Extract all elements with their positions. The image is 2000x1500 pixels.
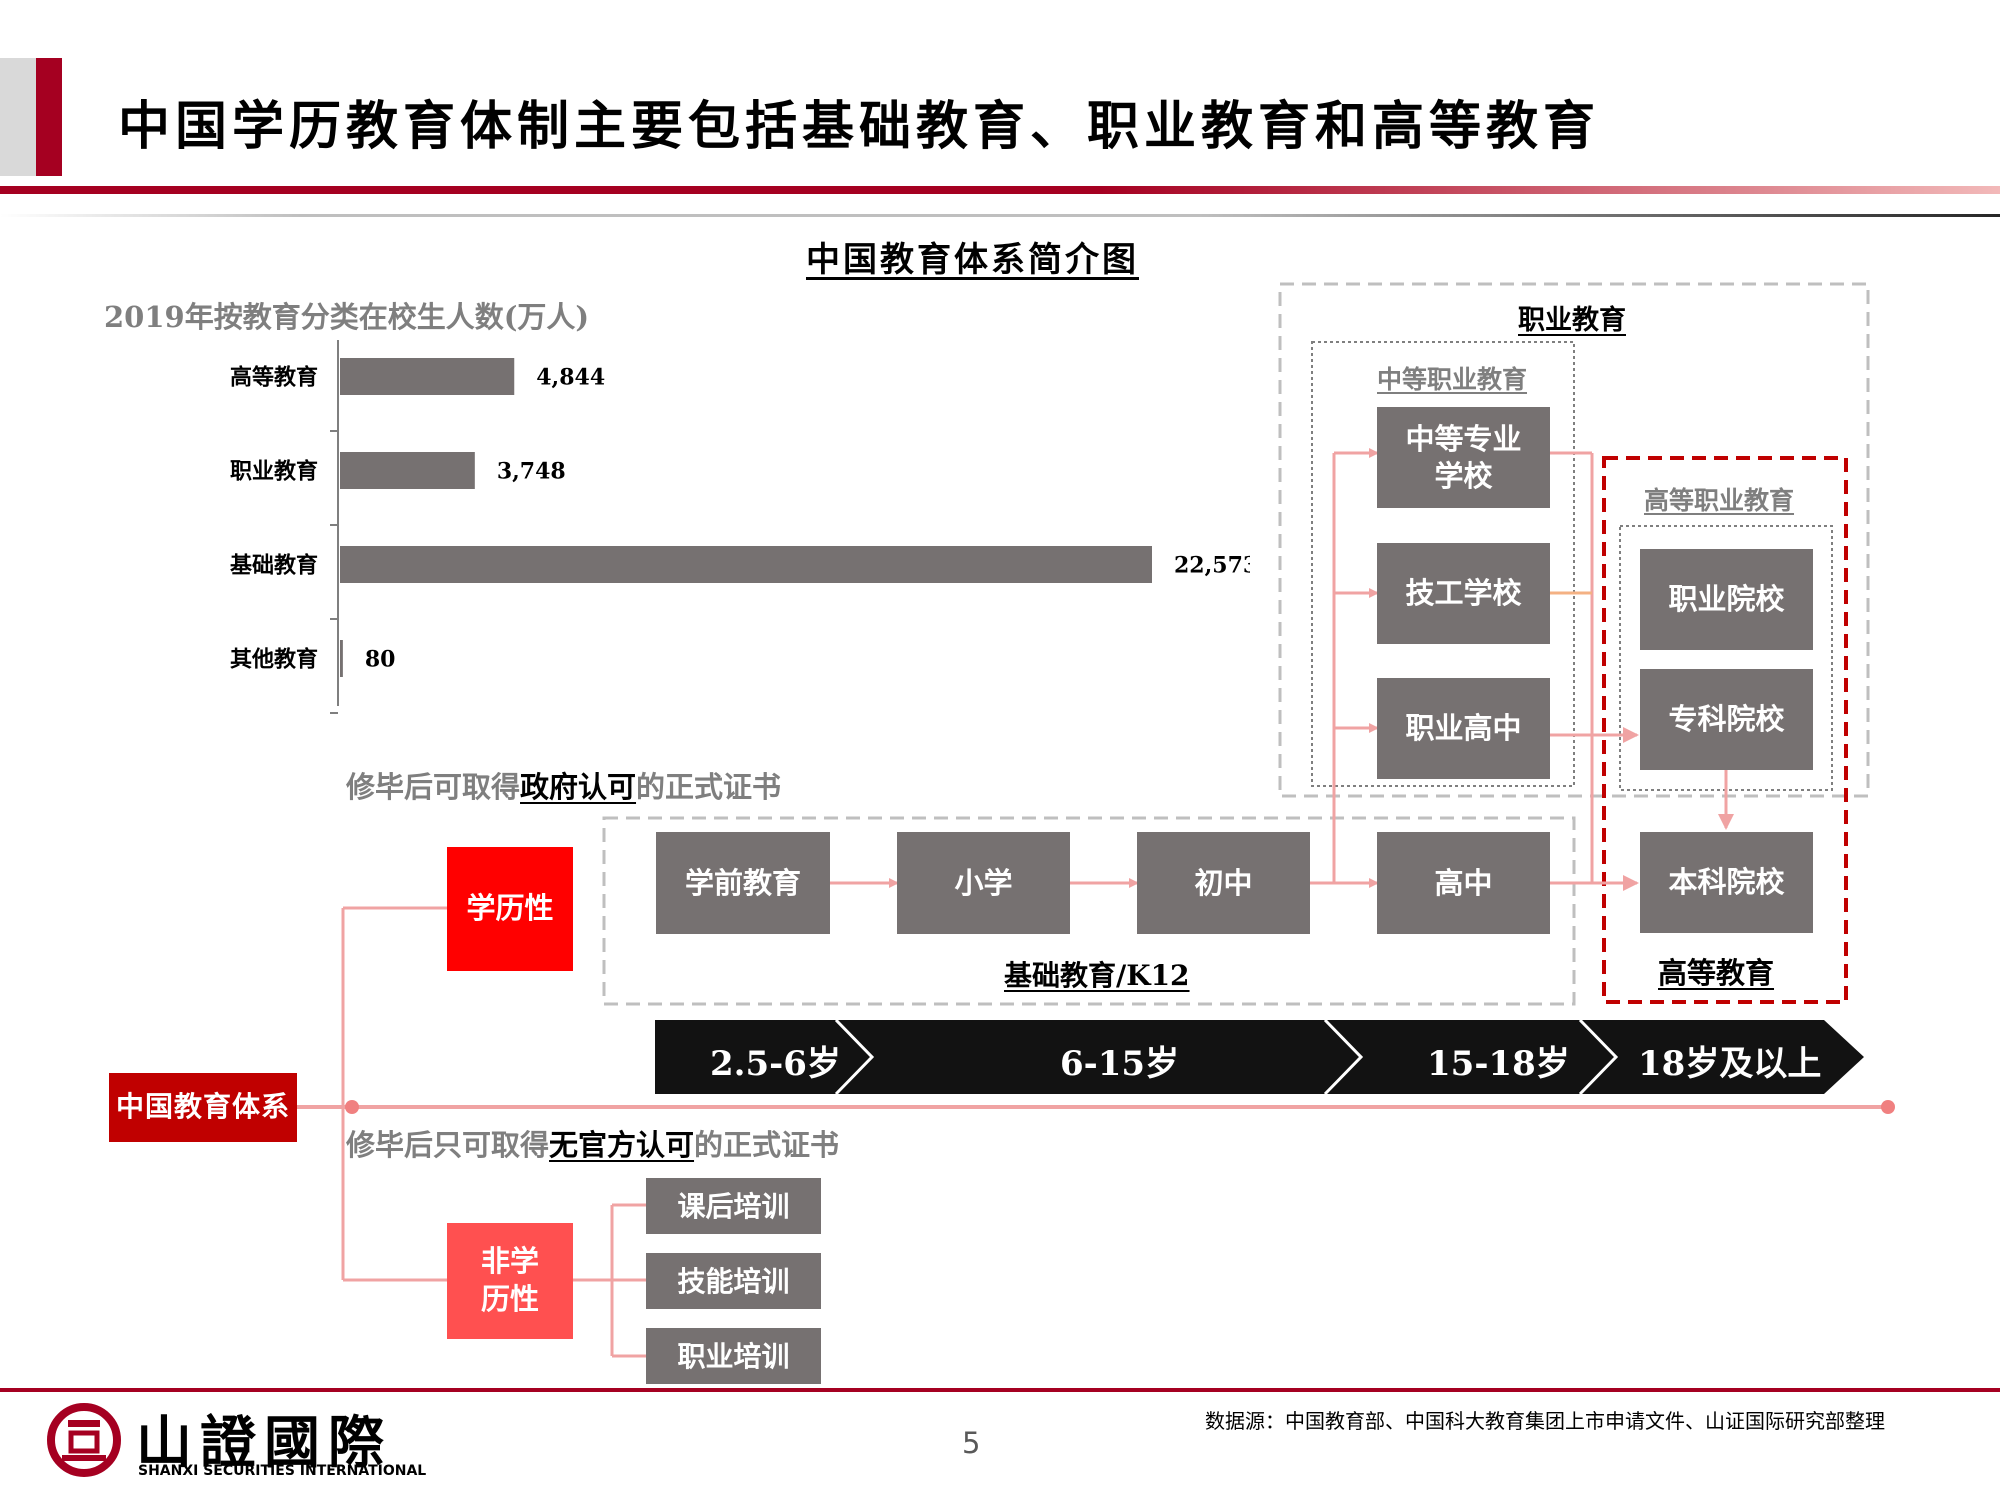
bar-category-label: 高等教育 [230, 365, 318, 391]
header-accent-gray [0, 58, 36, 176]
basic-education-caption: 基础教育/K12 [1004, 959, 1190, 992]
technical-school-box: 技工学校 [1377, 543, 1550, 644]
stage-junior-high-box: 初中 [1137, 832, 1310, 934]
page-title: 中国学历教育体制主要包括基础教育、职业教育和高等教育 [118, 96, 1601, 157]
school-label: 职业高中 [1405, 711, 1522, 746]
vocational-college-box: 职业院校 [1640, 549, 1813, 650]
cert-emph: 无官方认可 [549, 1128, 695, 1162]
cert-emph: 政府认可 [520, 770, 637, 804]
bar-value-label: 3,748 [497, 459, 566, 485]
cert-prefix: 修毕后只可取得 [346, 1128, 550, 1162]
bar-category-label: 基础教育 [230, 553, 318, 579]
higher-vocational-caption: 高等职业教育 [1644, 486, 1795, 515]
company-logo-text: 山證國際 [136, 1411, 392, 1476]
diagram-title: 中国教育体系简介图 [806, 240, 1139, 280]
secondary-specialized-school-box: 中等专业 学校 [1377, 407, 1550, 508]
timeline-segment-2 [836, 1020, 1361, 1094]
bar-chart: 高等教育 4,844 职业教育 3,748 基础教育 22,573 其他教育 80 [230, 340, 1250, 714]
non-academic-cert-note: 修毕后只可取得无官方认可的正式证书 [346, 1122, 839, 1164]
school-label-line1: 中等专业 [1405, 422, 1522, 457]
cert-prefix: 修毕后可取得 [346, 770, 521, 804]
bar-1 [340, 452, 475, 489]
footer-divider [0, 1388, 2000, 1392]
higher-container [1602, 456, 1848, 1004]
bar-3 [340, 640, 343, 677]
timeline-label-1: 2.5-6岁 [710, 1044, 841, 1084]
secondary-vocational-container [1311, 341, 1575, 787]
academic-box: 学历性 [447, 847, 573, 971]
vocational-high-school-box: 职业高中 [1377, 678, 1550, 779]
non-academic-label-line2: 历性 [480, 1282, 539, 1316]
bar-value-label: 4,844 [536, 365, 605, 391]
bar-0 [340, 358, 515, 395]
non-academic-box: 非学 历性 [447, 1223, 573, 1339]
training-after-school-box: 课后培训 [646, 1178, 821, 1234]
timeline-segment-4 [1580, 1020, 1864, 1094]
timeline-label-4: 18岁及以上 [1638, 1044, 1822, 1084]
root-box: 中国教育体系 [109, 1073, 297, 1142]
vocational-container [1278, 282, 1870, 798]
training-vocational-box: 职业培训 [646, 1328, 821, 1384]
company-logo-subtitle: SHANXI SECURITIES INTERNATIONAL [138, 1463, 427, 1479]
timeline-label-2: 6-15岁 [1060, 1044, 1180, 1084]
secondary-vocational-caption: 中等职业教育 [1377, 365, 1528, 394]
header-divider-thin [0, 214, 2000, 217]
bar-value-label: 80 [365, 647, 396, 673]
data-source: 数据源：中国教育部、中国科大教育集团上市申请文件、山证国际研究部整理 [1205, 1409, 1885, 1433]
junior-college-box: 专科院校 [1640, 669, 1813, 770]
stage-preschool-box: 学前教育 [656, 832, 830, 934]
company-logo-icon [47, 1403, 121, 1477]
bar-value-label: 22,573 [1174, 553, 1250, 579]
training-skills-box: 技能培训 [646, 1253, 821, 1309]
academic-cert-note: 修毕后可取得政府认可的正式证书 [346, 764, 781, 806]
school-label: 技工学校 [1405, 576, 1522, 611]
header-accent-red [36, 58, 62, 176]
page-number: 5 [962, 1426, 981, 1460]
cert-suffix: 的正式证书 [694, 1128, 840, 1162]
header-divider [0, 186, 2000, 194]
timeline-label-3: 15-18岁 [1427, 1044, 1570, 1084]
timeline-segment-3 [1325, 1020, 1616, 1094]
undergraduate-college-box: 本科院校 [1640, 832, 1813, 933]
bar-2 [340, 546, 1152, 583]
vocational-caption: 职业教育 [1518, 305, 1626, 336]
timeline-segment-1 [655, 1020, 872, 1094]
chart-title: 2019年按教育分类在校生人数(万人) [104, 300, 590, 334]
bar-category-label: 其他教育 [230, 647, 318, 673]
cert-suffix: 的正式证书 [636, 770, 782, 804]
bar-category-label: 职业教育 [230, 459, 318, 485]
higher-education-caption: 高等教育 [1658, 956, 1775, 990]
basic-container [602, 816, 1576, 1006]
non-academic-label-line1: 非学 [480, 1244, 539, 1279]
stage-primary-box: 小学 [897, 832, 1070, 934]
school-label-line2: 学校 [1434, 458, 1493, 493]
stage-senior-high-box: 高中 [1377, 832, 1550, 934]
